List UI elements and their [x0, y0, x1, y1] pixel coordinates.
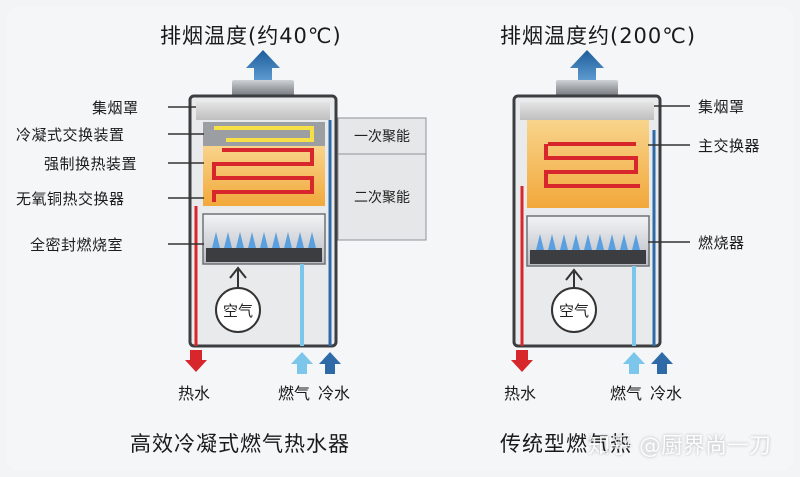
- label-burner: 燃烧器: [698, 234, 745, 252]
- right-air-label: 空气: [558, 301, 589, 320]
- right-exhaust-arrow: [570, 50, 604, 80]
- right-hot-water-arrow: [511, 350, 533, 372]
- right-caption: 传统型燃气热: [500, 432, 632, 456]
- right-exhaust-temp: 排烟温度约(200℃): [500, 24, 697, 48]
- right-flames: [536, 234, 640, 250]
- left-exhaust-arrow: [246, 50, 280, 80]
- left-gas-label: 燃气: [278, 384, 311, 403]
- left-copper-coil: [212, 148, 314, 202]
- left-hood: [196, 102, 330, 120]
- left-leaders: [168, 106, 204, 245]
- right-cold-water-arrow: [651, 352, 673, 374]
- left-hot-water-label: 热水: [178, 384, 211, 403]
- label-chamber: 全密封燃烧室: [30, 236, 124, 254]
- right-gas-label: 燃气: [610, 384, 643, 403]
- left-flue-cap: [232, 80, 294, 98]
- left-flames: [212, 232, 316, 248]
- left-gas-arrow: [291, 352, 313, 374]
- left-condensing-band: [203, 122, 325, 146]
- right-hood: [520, 102, 654, 120]
- right-gas-arrow: [623, 352, 645, 374]
- left-air-circle: [215, 287, 261, 333]
- label-right-hood: 集烟罩: [698, 98, 745, 116]
- right-flue-cap: [556, 80, 618, 98]
- left-cold-water-label: 冷水: [318, 384, 351, 403]
- right-hot-water-label: 热水: [504, 384, 537, 403]
- right-burner-base: [530, 250, 646, 264]
- left-caption: 高效冷凝式燃气热水器: [130, 432, 350, 456]
- left-heater: [168, 50, 427, 374]
- left-hot-water-arrow: [185, 350, 207, 372]
- label-forced: 强制换热装置: [44, 155, 138, 173]
- right-air-circle: [551, 287, 597, 333]
- label-copper: 无氧铜热交换器: [16, 190, 125, 208]
- watermark: 知乎 @厨界尚一刀: [588, 434, 771, 459]
- left-air-label: 空气: [222, 301, 253, 320]
- right-main-coil: [544, 142, 640, 188]
- right-heat-area: [527, 120, 649, 208]
- left-condensing-coil: [214, 126, 314, 142]
- stage2-label: 二次聚能: [354, 190, 410, 206]
- left-exhaust-temp: 排烟温度(约40℃): [160, 24, 342, 48]
- stage1-label: 一次聚能: [354, 129, 410, 145]
- stage2-box-bg: [337, 153, 427, 241]
- right-heater: [511, 50, 690, 374]
- label-hood: 集烟罩: [92, 99, 139, 117]
- left-burner-base: [206, 248, 322, 262]
- right-leaders: [648, 105, 690, 243]
- label-main-exchanger: 主交换器: [698, 137, 761, 155]
- right-cold-water-label: 冷水: [650, 384, 683, 403]
- label-condensing: 冷凝式交换装置: [16, 126, 125, 144]
- left-cold-water-arrow: [319, 352, 341, 374]
